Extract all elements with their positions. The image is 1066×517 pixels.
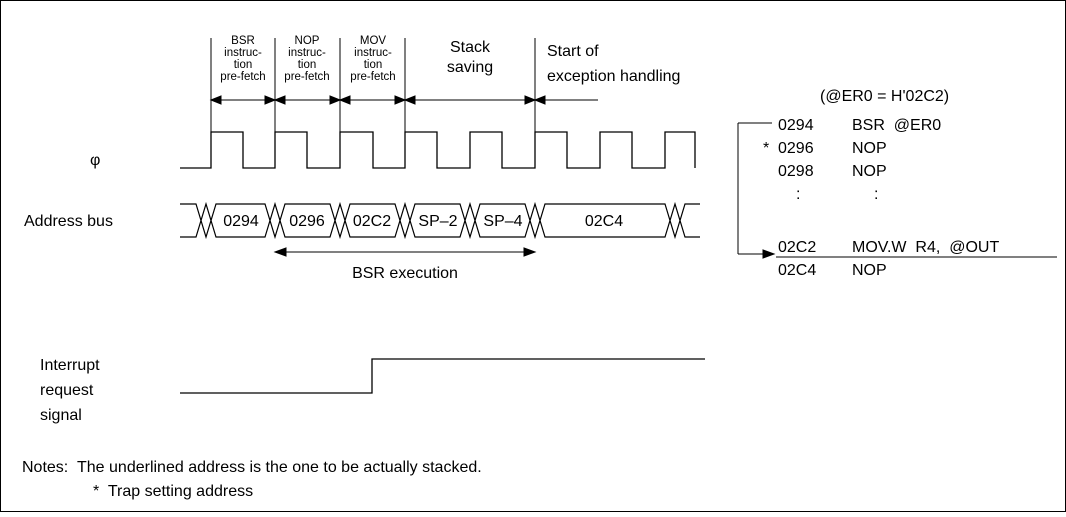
phase-bsr-line4: pre-fetch (220, 71, 265, 83)
code-ellipsis: : (796, 186, 800, 203)
notes-line1: The underlined address is the one to be … (77, 459, 482, 476)
phase-nop-line3: tion (298, 59, 317, 71)
phase-mov-line2: instruc- (354, 47, 392, 59)
bus-value: 0294 (223, 213, 259, 230)
phase-exception-start: Start of exception handling (547, 43, 680, 85)
interrupt-label: Interrupt request signal (40, 357, 100, 424)
interrupt-waveform (180, 358, 705, 394)
code-address: 02C4 (778, 262, 816, 279)
address-bus-label: Address bus (24, 213, 113, 230)
trap-marker: * (763, 140, 769, 157)
phase-arrows (209, 95, 598, 105)
code-listing: 0294 BSR @ER0 * 0296 NOP 0298 NOP : : 02… (737, 117, 1057, 279)
bsr-execution-label: BSR execution (352, 265, 458, 282)
phase-bsr-prefetch: BSR instruc- tion pre-fetch (220, 35, 265, 83)
bus-value: SP–4 (483, 213, 522, 230)
bus-value: 02C2 (353, 213, 391, 230)
code-instruction: NOP (852, 262, 887, 279)
phase-bsr-line2: instruc- (224, 47, 262, 59)
clock-waveform (180, 131, 696, 169)
interrupt-label-line3: signal (40, 407, 82, 424)
code-address: 0298 (778, 163, 814, 180)
notes-line2: * Trap setting address (93, 483, 253, 500)
phase-bsr-line1: BSR (231, 35, 255, 47)
code-address: 02C2 (778, 239, 816, 256)
code-instruction: BSR @ER0 (852, 117, 941, 134)
address-bus-waveform (180, 201, 700, 240)
notes-label: Notes: (22, 459, 68, 476)
bus-value: SP–2 (418, 213, 457, 230)
er0-equation: (@ER0 = H'02C2) (820, 88, 949, 105)
phase-nop-line4: pre-fetch (284, 71, 329, 83)
bus-value: 0296 (289, 213, 325, 230)
phase-bsr-line3: tion (234, 59, 253, 71)
phase-stack-saving: Stack saving (447, 39, 493, 76)
phase-mov-line3: tion (364, 59, 383, 71)
phase-stack-line1: Stack (450, 39, 491, 56)
code-instruction: NOP (852, 140, 887, 157)
phase-mov-prefetch: MOV instruc- tion pre-fetch (350, 35, 395, 83)
phase-mov-line4: pre-fetch (350, 71, 395, 83)
phase-boundaries (210, 38, 536, 132)
interrupt-label-line1: Interrupt (40, 357, 100, 374)
phase-stack-line2: saving (447, 59, 493, 76)
phase-exception-line1: Start of (547, 43, 599, 60)
bus-value: 02C4 (585, 213, 623, 230)
jump-arrow (737, 122, 776, 259)
phase-nop-line1: NOP (295, 35, 320, 47)
bsr-execution-arrow (273, 247, 537, 257)
code-instruction: NOP (852, 163, 887, 180)
code-instruction: MOV.W R4, @OUT (852, 239, 999, 256)
phase-exception-line2: exception handling (547, 68, 680, 85)
clock-label: φ (90, 152, 100, 169)
interrupt-label-line2: request (40, 382, 94, 399)
code-address: 0296 (778, 140, 814, 157)
phase-nop-prefetch: NOP instruc- tion pre-fetch (284, 35, 329, 83)
phase-mov-line1: MOV (360, 35, 387, 47)
notes: Notes: The underlined address is the one… (22, 459, 482, 500)
code-ellipsis: : (874, 186, 878, 203)
code-address: 0294 (778, 117, 814, 134)
phase-nop-line2: instruc- (288, 47, 326, 59)
